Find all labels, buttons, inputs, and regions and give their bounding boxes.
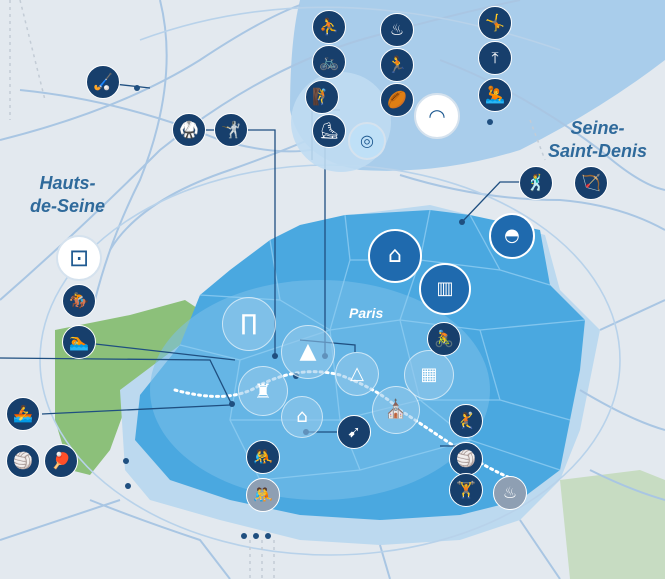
hauts-de-seine-line2: de-Seine <box>30 196 106 216</box>
fencing-icon[interactable]: 🤺 <box>214 113 248 147</box>
gare-du-nord-icon[interactable]: ▥ <box>419 263 471 315</box>
archery-icon[interactable]: 🏹 <box>574 166 608 200</box>
table-tennis-icon[interactable]: 🏓 <box>44 444 78 478</box>
breaking-icon[interactable]: 🕺 <box>519 166 553 200</box>
seine-saint-denis-label: Seine- Saint-Denis <box>548 117 647 163</box>
seine-saint-denis-line1: Seine- <box>570 118 625 138</box>
gymnastics-icon[interactable]: 🤸 <box>478 6 512 40</box>
paris-label: Paris <box>349 305 384 321</box>
beach-volleyball-icon[interactable]: 🏐 <box>6 444 40 478</box>
stade-de-france-icon[interactable]: ◠ <box>414 93 460 139</box>
arc-de-triomphe-icon[interactable]: ∏ <box>222 297 276 351</box>
la-villette-icon[interactable]: ◓ <box>489 213 535 259</box>
paralympic-torch-icon[interactable]: ♨ <box>493 476 527 510</box>
sacre-coeur-icon[interactable]: ⌂ <box>368 229 422 283</box>
triathlon-icon[interactable]: ➹ <box>337 415 371 449</box>
seine-saint-denis-line2: Saint-Denis <box>548 141 648 161</box>
wrestling-icon[interactable]: 🤼 <box>246 478 280 512</box>
volleyball-icon[interactable]: 🏐 <box>449 442 483 476</box>
cycling-bmx-icon[interactable]: 🚲 <box>312 45 346 79</box>
hauts-de-seine-line1: Hauts- <box>39 173 96 193</box>
basketball-3x3-icon[interactable]: ⛹ <box>312 10 346 44</box>
aquatics-centre-icon[interactable]: ◎ <box>348 122 386 160</box>
athletics-icon[interactable]: 🏃 <box>380 48 414 82</box>
louvre-icon[interactable]: △ <box>335 352 379 396</box>
trampoline-icon[interactable]: ⤒ <box>478 41 512 75</box>
equestrian-icon[interactable]: 🏇 <box>62 284 96 318</box>
eiffel-tower-icon[interactable]: ♜ <box>238 366 288 416</box>
invalides-icon[interactable]: ⌂ <box>281 396 323 438</box>
hauts-de-seine-label: Hauts- de-Seine <box>30 172 105 218</box>
climbing-icon[interactable]: 🧗 <box>305 80 339 114</box>
judo-icon[interactable]: 🤼 <box>246 440 280 474</box>
weightlifting-icon[interactable]: 🏋 <box>449 473 483 507</box>
notre-dame-icon[interactable]: ⛪ <box>372 386 420 434</box>
skateboarding-icon[interactable]: ⛸ <box>312 114 346 148</box>
taekwondo-icon[interactable]: 🥋 <box>172 113 206 147</box>
handball-icon[interactable]: 🤾 <box>449 404 483 438</box>
cycling-road-icon[interactable]: 🚴 <box>427 322 461 356</box>
water-polo-icon[interactable]: 🤽 <box>478 78 512 112</box>
obelisk-icon[interactable]: ▲ <box>281 325 335 379</box>
bois-de-vincennes-park <box>560 470 665 579</box>
hockey-icon[interactable]: 🏑 <box>86 65 120 99</box>
swimming-icon[interactable]: 🏊 <box>62 325 96 359</box>
rugby-icon[interactable]: 🏉 <box>380 83 414 117</box>
paris-la-defense-arena-icon[interactable]: ⊡ <box>56 235 102 281</box>
olympic-torch-icon[interactable]: ♨ <box>380 13 414 47</box>
dashed-guides <box>9 0 546 579</box>
rowing-icon[interactable]: 🚣 <box>6 397 40 431</box>
